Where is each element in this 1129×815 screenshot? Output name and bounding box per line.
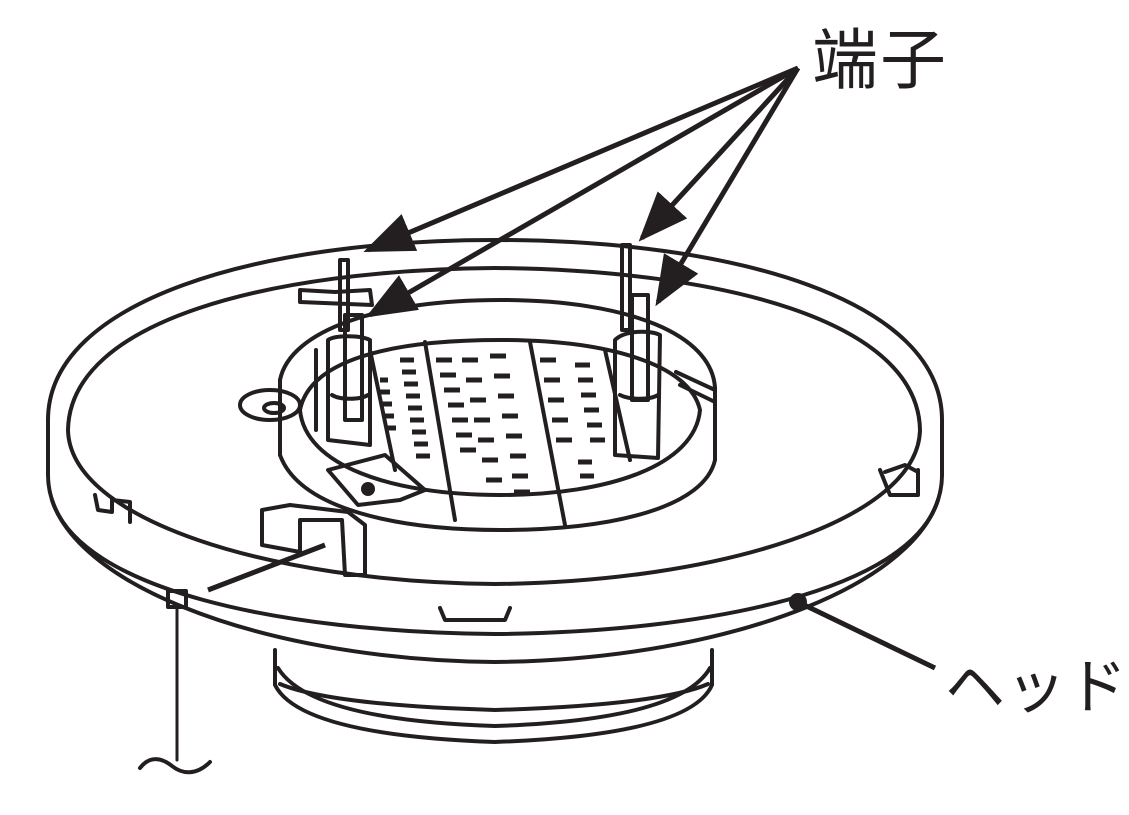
sensor-chamber	[278, 298, 717, 532]
terminal-label: 端子	[812, 22, 948, 99]
marker-dots	[361, 482, 807, 611]
base-socket	[273, 648, 714, 744]
arrow-to-right-back-terminal	[638, 66, 800, 242]
lead-bracket	[260, 453, 427, 577]
test-wire	[138, 589, 212, 775]
terminal-arrows	[363, 65, 801, 318]
terminal-post-left-front	[314, 313, 372, 447]
terminal-post-right-front	[613, 293, 662, 460]
terminal-post-right-back	[620, 243, 632, 332]
side-slot	[674, 370, 717, 404]
head-leader	[796, 599, 937, 671]
vent-pattern	[380, 353, 605, 495]
arrow-to-left-front-terminal	[365, 65, 800, 318]
bracket-wire	[207, 542, 326, 593]
mounting-hole	[238, 388, 302, 422]
arrow-to-right-front-terminal	[655, 66, 801, 307]
head-outer-ring	[46, 238, 944, 664]
arrow-to-left-back-terminal	[363, 65, 799, 253]
head-label: ヘッド	[945, 653, 1128, 723]
